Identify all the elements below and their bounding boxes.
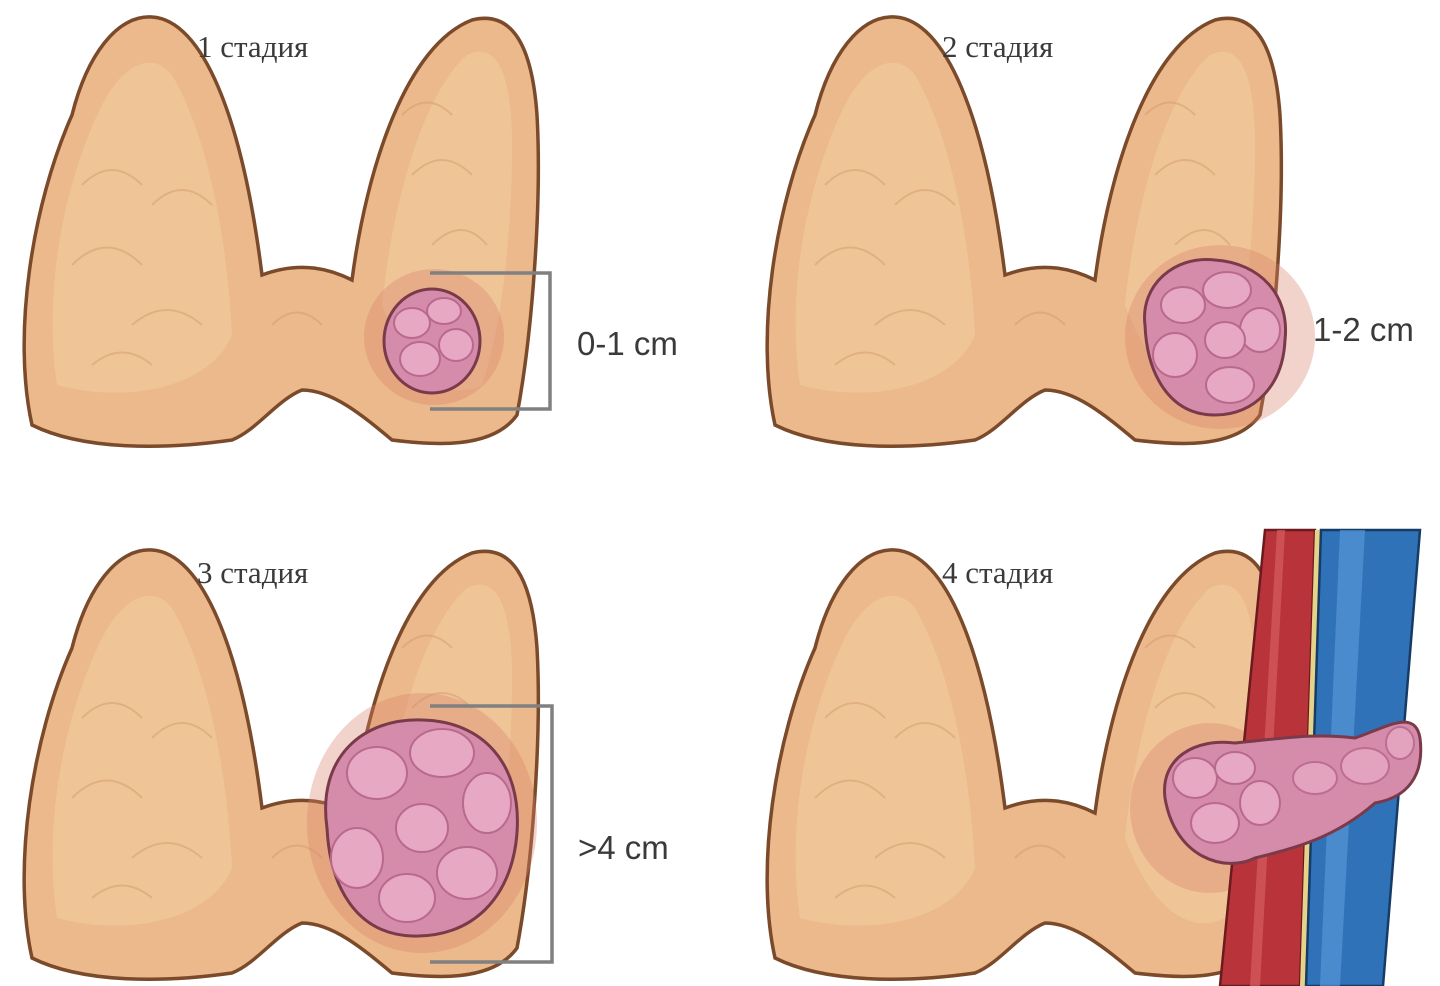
panel-stage-4: 4 стадия — [767, 530, 1421, 986]
size-label: >4 cm — [578, 829, 669, 866]
panel-stage-3: >4 cm 3 стадия — [24, 550, 669, 979]
tumor — [1145, 259, 1286, 415]
size-label: 0-1 cm — [577, 325, 678, 362]
stage-title: 1 стадия — [197, 29, 308, 64]
stage-title: 2 стадия — [942, 29, 1053, 64]
tumor — [384, 289, 480, 393]
panel-stage-2: 1-2 cm 2 стадия — [767, 17, 1414, 446]
size-label: 1-2 cm — [1313, 311, 1414, 348]
stage-title: 3 стадия — [197, 555, 308, 590]
panel-stage-1: 0-1 cm 1 стадия — [24, 17, 678, 446]
tumor — [326, 720, 518, 936]
stage-title: 4 стадия — [942, 555, 1053, 590]
